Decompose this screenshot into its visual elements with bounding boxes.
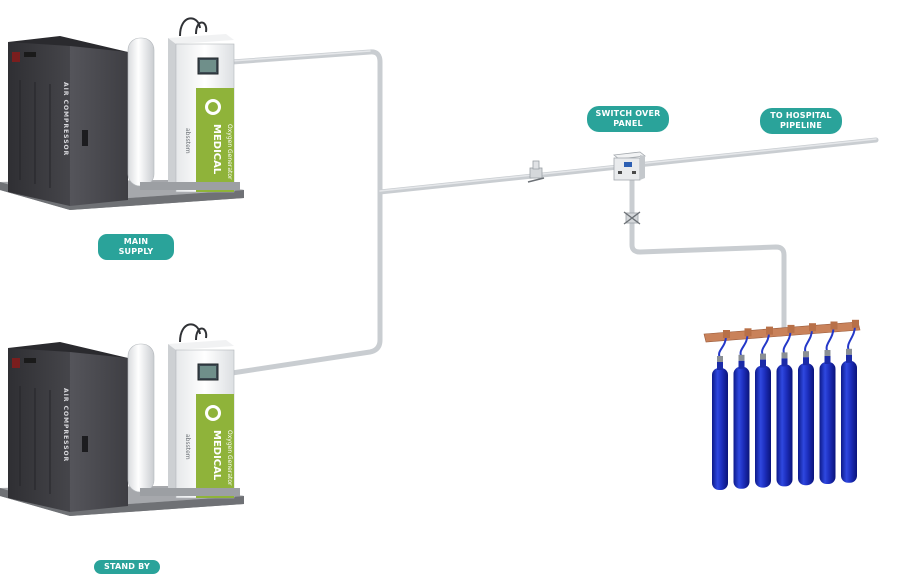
stand-by-equipment [0, 323, 244, 516]
compressor-text-main: AIR COMPRESSOR [62, 82, 69, 156]
to-hospital-pipeline-label: TO HOSPITAL PIPELINE [760, 108, 842, 134]
pipe-stand-by [229, 187, 383, 376]
pipe-network [229, 49, 879, 376]
compressor-text-standby: AIR COMPRESSOR [62, 388, 69, 462]
oxygen-cylinder [776, 324, 795, 487]
main-supply-label-text: MAIN SUPPLY [118, 237, 154, 256]
generator-subtitle-main: Oxygen Generator [226, 124, 233, 180]
oxygen-cylinder [841, 319, 859, 483]
generator-subtitle-standby: Oxygen Generator [226, 430, 233, 486]
main-supply-label: MAIN SUPPLY [98, 234, 174, 260]
branch-valve-icon [623, 211, 641, 225]
shutoff-valve-icon [527, 160, 545, 183]
generator-brand-main: absstem [184, 128, 191, 154]
stand-by-label-text: STAND BY [104, 562, 150, 571]
hospital-label-line2: PIPELINE [779, 121, 822, 130]
cylinder-bank [703, 319, 861, 490]
generator-title-main: MEDICAL [211, 124, 222, 175]
pipe-main-supply [229, 49, 383, 193]
switch-over-label-line2: PANEL [613, 119, 643, 128]
generator-title-standby: MEDICAL [211, 430, 222, 481]
generator-brand-standby: absstem [184, 434, 191, 460]
oxygen-cylinder [712, 330, 730, 490]
oxygen-cylinder [755, 326, 773, 488]
oxygen-cylinder [819, 321, 838, 484]
pipe-cylinder-branch [629, 169, 787, 331]
oxygen-cylinder [733, 328, 752, 489]
switch-over-label-line1: SWITCH OVER [595, 109, 661, 118]
oxygen-cylinder [798, 323, 816, 486]
hospital-label-line1: TO HOSPITAL [770, 111, 832, 120]
stand-by-label: STAND BY [94, 560, 160, 574]
switch-over-panel-icon [613, 151, 646, 181]
main-supply-equipment [0, 17, 244, 210]
switch-over-panel-label: SWITCH OVER PANEL [587, 106, 669, 132]
